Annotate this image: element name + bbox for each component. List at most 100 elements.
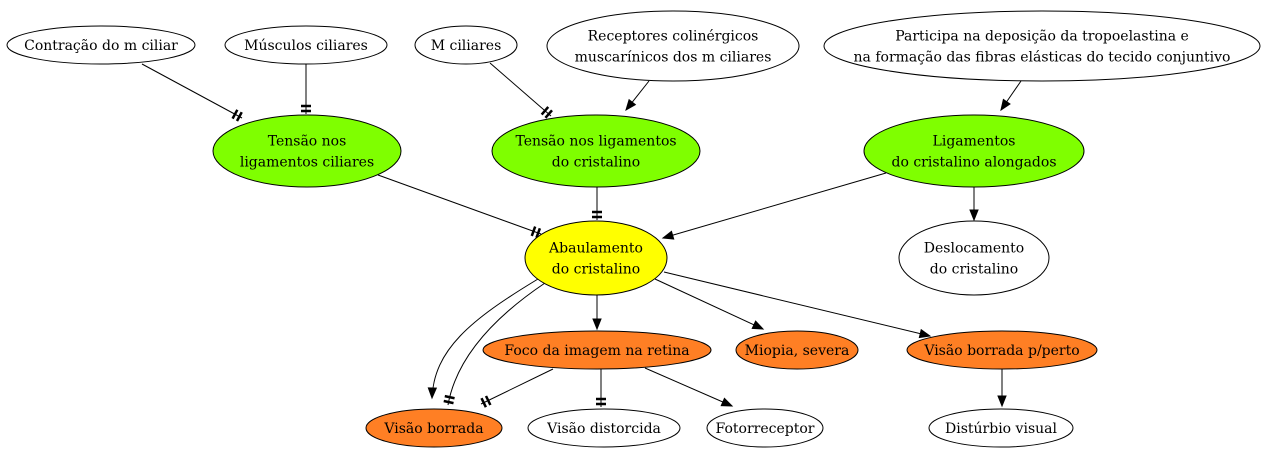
node-label: Abaulamento xyxy=(548,241,643,257)
inhibition-bar-icon xyxy=(480,397,488,408)
edge-abaulamento-to-visao_borrada xyxy=(427,278,539,400)
node-label: do cristalino xyxy=(552,155,640,171)
node-label: Tensão nos ligamentos xyxy=(515,134,676,150)
node-fotorreceptor: Fotorreceptor xyxy=(706,408,824,448)
node-label: Visão borrada xyxy=(383,421,483,437)
node-ellipse xyxy=(224,25,388,65)
nodes-layer: Contração do m ciliar Músculos ciliares M … xyxy=(6,10,1261,448)
edge-receptores-to-tensao_cristalino xyxy=(625,80,650,112)
edge-ligamentos_alongados-to-deslocamento xyxy=(969,187,979,222)
node-ellipse xyxy=(524,220,668,296)
arrowhead-icon xyxy=(427,387,438,400)
inhibition-bar-icon xyxy=(540,106,550,116)
node-miopia: Miopia, severa xyxy=(735,330,859,370)
edge-contracao-to-tensao_ciliares xyxy=(141,63,243,122)
node-label: Receptores colinérgicos xyxy=(588,29,759,45)
edge-ligamentos_alongados-to-abaulamento xyxy=(661,172,887,240)
arrowhead-icon xyxy=(997,395,1007,408)
node-foco: Foco da imagem na retina xyxy=(482,330,712,370)
edge-tensao_cristalino-to-abaulamento xyxy=(592,187,602,220)
inhibition-bar-icon xyxy=(544,109,553,119)
edge-abaulamento-to-visao_borrada xyxy=(443,282,546,406)
node-participa: Participa na deposição da tropoelastina … xyxy=(823,10,1261,82)
node-label: Tensão nos xyxy=(268,134,347,150)
edge-line xyxy=(447,282,546,406)
node-musculos: Músculos ciliares xyxy=(224,25,388,65)
arrowhead-icon xyxy=(661,230,675,240)
node-disturbio: Distúrbio visual xyxy=(928,408,1074,448)
inhibition-bar-icon xyxy=(231,109,239,120)
node-label: do cristalino xyxy=(552,262,640,278)
inhibition-bar-icon xyxy=(443,399,454,405)
node-ellipse xyxy=(212,114,402,188)
arrowhead-icon xyxy=(969,209,979,222)
inhibition-bar-icon xyxy=(444,394,455,400)
edge-visao_perto-to-disturbio xyxy=(997,369,1007,408)
edge-mciliares-to-tensao_cristalino xyxy=(489,62,553,119)
node-label: Músculos ciliares xyxy=(244,38,368,54)
edges-layer xyxy=(141,62,1022,408)
edge-line xyxy=(489,62,552,117)
node-label: muscarínicos dos m ciliares xyxy=(575,50,772,66)
node-ellipse xyxy=(365,408,503,448)
node-ellipse xyxy=(898,220,1050,296)
edge-tensao_ciliares-to-abaulamento xyxy=(377,174,542,239)
node-label: Distúrbio visual xyxy=(945,421,1057,437)
node-label: Visão distorcida xyxy=(546,421,661,437)
node-label: do cristalino alongados xyxy=(891,155,1056,171)
edge-abaulamento-to-miopia xyxy=(654,278,765,330)
node-label: Visão borrada p/perto xyxy=(923,343,1079,359)
edge-abaulamento-to-visao_perto xyxy=(663,271,932,339)
node-ellipse xyxy=(414,25,518,65)
node-ellipse xyxy=(928,408,1074,448)
node-visao_borrada: Visão borrada xyxy=(365,408,503,448)
edge-participa-to-ligamentos_alongados xyxy=(1000,80,1022,112)
edge-line xyxy=(662,172,887,239)
edge-line xyxy=(663,271,931,337)
inhibition-bar-icon xyxy=(484,395,492,406)
arrowhead-icon xyxy=(625,98,637,112)
node-label: Contração do m ciliar xyxy=(24,38,178,54)
edge-foco-to-visao_borrada xyxy=(480,368,554,408)
node-ellipse xyxy=(482,330,712,370)
inhibition-bar-icon xyxy=(235,111,243,122)
node-label: ligamentos ciliares xyxy=(240,155,374,171)
node-visao_distorcida: Visão distorcida xyxy=(527,408,681,448)
node-ellipse xyxy=(546,10,800,82)
node-label: Participa na deposição da tropoelastina … xyxy=(895,29,1189,45)
node-label: Foco da imagem na retina xyxy=(504,343,689,359)
node-label: na formação das fibras elásticas do teci… xyxy=(854,50,1231,66)
node-label: Ligamentos xyxy=(933,134,1016,150)
edge-musculos-to-tensao_ciliares xyxy=(301,64,311,114)
edge-line xyxy=(141,63,243,119)
edge-line xyxy=(431,278,539,399)
node-tensao_cristalino: Tensão nos ligamentos do cristalino xyxy=(491,114,701,188)
arrowhead-icon xyxy=(918,328,932,339)
arrowhead-icon xyxy=(751,320,765,330)
node-label: M ciliares xyxy=(431,38,502,54)
node-mciliares: M ciliares xyxy=(414,25,518,65)
edge-foco-to-fotorreceptor xyxy=(644,367,734,407)
edge-foco-to-visao_distorcida xyxy=(596,369,606,407)
node-ellipse xyxy=(823,10,1261,82)
arrowhead-icon xyxy=(1000,98,1011,112)
node-visao_perto: Visão borrada p/perto xyxy=(906,330,1098,370)
node-ellipse xyxy=(6,25,196,65)
node-ellipse xyxy=(735,330,859,370)
node-abaulamento: Abaulamento do cristalino xyxy=(524,220,668,296)
node-tensao_ciliares: Tensão nos ligamentos ciliares xyxy=(212,114,402,188)
node-ellipse xyxy=(863,114,1085,188)
node-ligamentos_alongados: Ligamentos do cristalino alongados xyxy=(863,114,1085,188)
node-ellipse xyxy=(491,114,701,188)
edge-line xyxy=(644,367,733,407)
node-label: Fotorreceptor xyxy=(716,421,815,437)
node-ellipse xyxy=(906,330,1098,370)
edge-abaulamento-to-foco xyxy=(592,294,602,331)
node-label: Miopia, severa xyxy=(745,343,850,359)
node-label: Deslocamento xyxy=(924,241,1024,257)
edge-line xyxy=(377,174,542,235)
inhibition-bar-icon xyxy=(535,227,542,239)
arrowhead-icon xyxy=(592,318,602,331)
inhibition-bar-icon xyxy=(530,226,537,237)
